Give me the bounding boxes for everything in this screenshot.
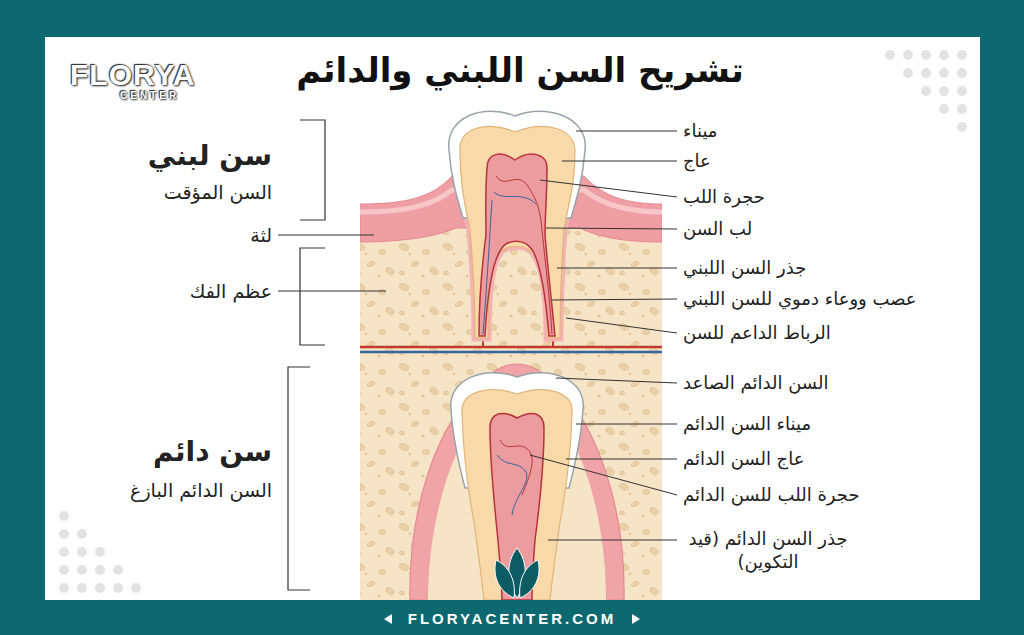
- part-label: لب السن: [683, 217, 752, 240]
- part-label: عاج: [683, 149, 711, 172]
- leader-line: [557, 268, 677, 269]
- permanent-pulp: [490, 413, 544, 600]
- part-label: حجرة اللب للسن الدائم: [683, 483, 860, 506]
- footer-arrow: [384, 614, 392, 624]
- leader-line: [278, 235, 374, 236]
- nerve-line: [360, 346, 662, 349]
- part-label: لثة: [250, 223, 272, 248]
- pulp-nerve: [496, 176, 552, 334]
- website-footer: FLORYACENTER.COM: [408, 609, 617, 629]
- part-label: ميناء: [683, 119, 717, 142]
- leader-line: [540, 180, 677, 197]
- footer-arrow: [632, 614, 640, 624]
- pulp-nerve: [500, 440, 532, 495]
- part-label: السن الدائم الصاعد: [683, 371, 828, 394]
- leader-line: [546, 228, 677, 229]
- tooth-follicle: [410, 364, 624, 600]
- section-heading: سن لبني: [148, 138, 272, 174]
- part-label: جذر السن اللبني: [683, 256, 806, 279]
- bracket: [300, 248, 325, 345]
- diagram-title: تشريح السن اللبني والدائم: [296, 48, 744, 92]
- leader-line: [576, 131, 677, 132]
- pulp-vessel: [497, 455, 527, 515]
- bracket: [288, 367, 310, 590]
- part-label: جذر السن الدائم (قيد التكوين): [683, 527, 853, 574]
- part-label: عصب ووعاء دموي للسن اللبني: [683, 287, 917, 310]
- primary-pulp: [479, 154, 555, 336]
- brackets: [288, 120, 325, 590]
- leader-lines: [278, 131, 677, 540]
- leader-line: [566, 459, 677, 460]
- logo-wordmark: FLORYA: [70, 55, 195, 94]
- permanent-dentin: [462, 390, 572, 600]
- leader-line: [556, 378, 677, 383]
- section-subheading: السن المؤقت: [164, 180, 272, 205]
- pulp-vessel: [483, 200, 492, 334]
- dot-pattern: [885, 50, 967, 132]
- bracket: [300, 120, 325, 220]
- leader-line: [566, 318, 677, 333]
- vessel-line: [360, 351, 662, 354]
- part-label: حجرة اللب: [683, 185, 765, 208]
- leader-line: [548, 540, 677, 541]
- white-panel: [45, 37, 980, 600]
- jaw-section: [360, 111, 662, 600]
- leader-line: [576, 424, 677, 425]
- leader-line: [562, 161, 677, 162]
- dot-pattern: [59, 511, 141, 593]
- leader-line: [552, 299, 677, 300]
- leader-line: [530, 455, 677, 495]
- part-label: الرباط الداعم للسن: [683, 321, 831, 344]
- part-label: عاج السن الدائم: [683, 447, 804, 470]
- jaw-bone: [360, 215, 662, 600]
- section-heading: سن دائم: [153, 434, 272, 470]
- logo-subtitle: CENTER: [120, 89, 179, 102]
- logo-emblem: [495, 548, 539, 598]
- primary-dentin: [460, 126, 575, 338]
- leader-line: [278, 291, 386, 292]
- section-subheading: السن الدائم البازغ: [130, 478, 272, 503]
- part-label: عظم الفك: [190, 279, 272, 304]
- part-label: ميناء السن الدائم: [683, 412, 811, 435]
- periodontal-ligament: [460, 126, 575, 338]
- pulp-vessel: [494, 192, 536, 204]
